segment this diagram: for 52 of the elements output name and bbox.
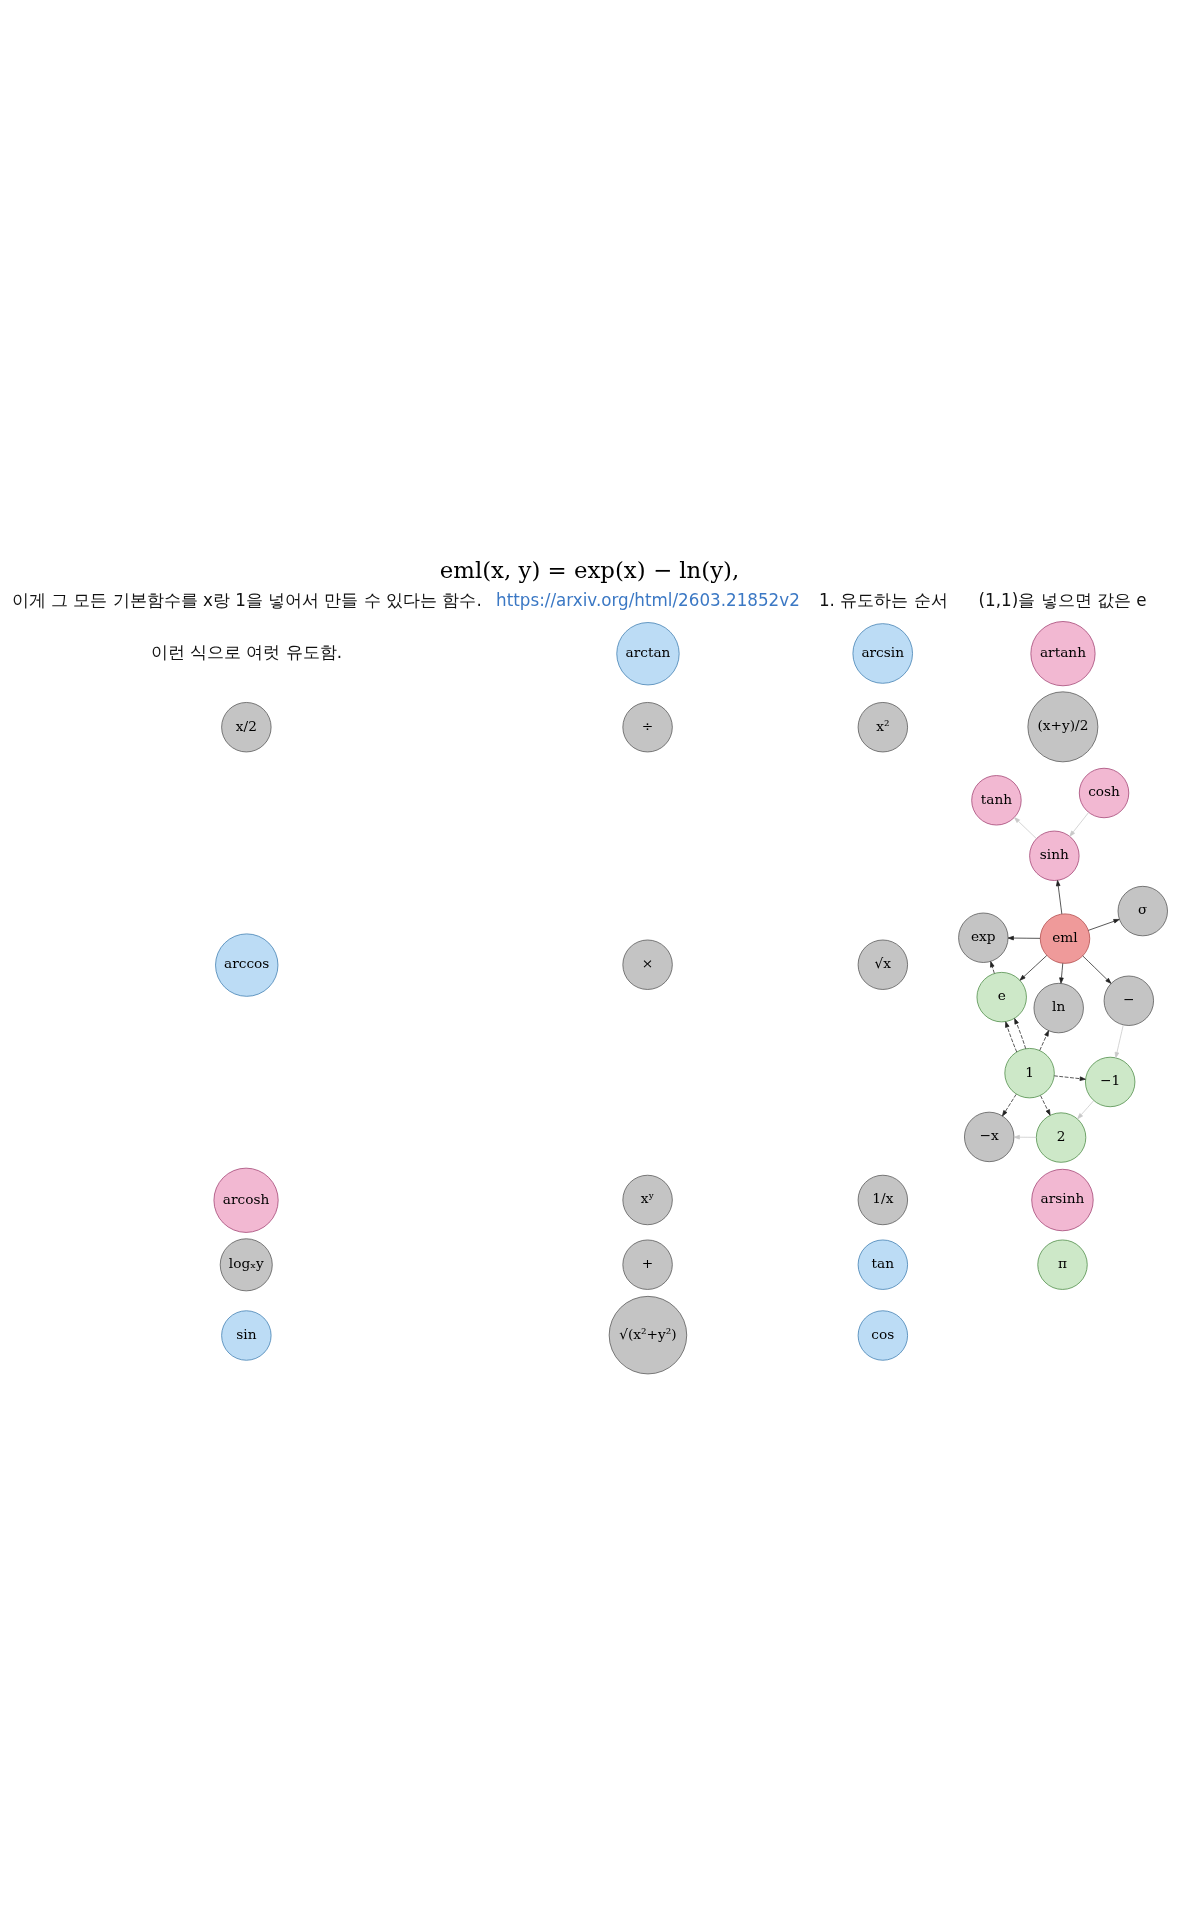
node-circle: ln	[1033, 982, 1084, 1033]
node-circle: arcsin	[852, 622, 913, 684]
node-circle: (x+y)/2	[1027, 690, 1099, 762]
node-circle: ×	[622, 939, 673, 990]
arrow	[990, 960, 995, 974]
label: https://arxiv.org/html/2603.21852v2	[496, 589, 800, 610]
arrow	[1077, 1099, 1094, 1119]
diagram-title: eml(x, y) = exp(x) − ln(y),	[439, 556, 740, 583]
arrow	[1005, 1020, 1018, 1052]
node-circle: 1	[1004, 1047, 1055, 1098]
node-circle: +	[622, 1239, 673, 1290]
arrow	[1014, 1017, 1027, 1049]
arrow	[1053, 1074, 1086, 1081]
arrow	[1055, 879, 1063, 914]
node-circle: π	[1037, 1239, 1088, 1290]
arrow	[1059, 962, 1064, 984]
node-circle: arcosh	[213, 1167, 279, 1233]
arrow	[1087, 918, 1120, 931]
node-circle: arccos	[215, 933, 279, 997]
node-circle: artanh	[1030, 620, 1096, 686]
node-circle: σ	[1117, 885, 1168, 936]
node-circle: logₓy	[219, 1237, 273, 1291]
arrow	[1039, 1029, 1049, 1051]
arrow	[1082, 955, 1112, 984]
node-circle: exp	[958, 912, 1009, 963]
arrow	[1013, 1134, 1037, 1139]
node-circle: √x	[857, 939, 908, 990]
arrow	[1114, 1024, 1124, 1058]
arrow	[1069, 811, 1089, 837]
node-circle: 1/x	[857, 1174, 908, 1225]
node-circle: √(x²+y²)	[608, 1295, 688, 1374]
node-circle: ÷	[622, 701, 673, 752]
label: 이게 그 모든 기본함수를 x랑 1을 넣어서 만들 수 있다는 함수.	[11, 589, 482, 610]
node-circle: sin	[221, 1309, 272, 1361]
arrow	[1019, 954, 1048, 981]
node-circle: arctan	[616, 621, 680, 685]
node-circle: x/2	[221, 701, 272, 752]
arrow	[1040, 1094, 1051, 1116]
arrow	[1014, 816, 1037, 839]
node-circle: cosh	[1078, 767, 1130, 818]
label: 이런 식으로 여럿 유도함.	[150, 641, 342, 662]
node-circle: xʸ	[622, 1174, 673, 1225]
node-circle: eml	[1039, 913, 1091, 964]
node-circle: tan	[857, 1239, 908, 1290]
node-circle: −1	[1085, 1056, 1136, 1107]
label: (1,1)을 넣으면 값은 e	[978, 589, 1147, 610]
node-circle: arsinh	[1031, 1168, 1094, 1231]
arrow	[1007, 935, 1041, 940]
arrow	[1002, 1093, 1017, 1116]
node-circle: cos	[857, 1309, 908, 1361]
node-circle: x²	[857, 701, 908, 752]
label: 1. 유도하는 순서	[818, 589, 948, 610]
